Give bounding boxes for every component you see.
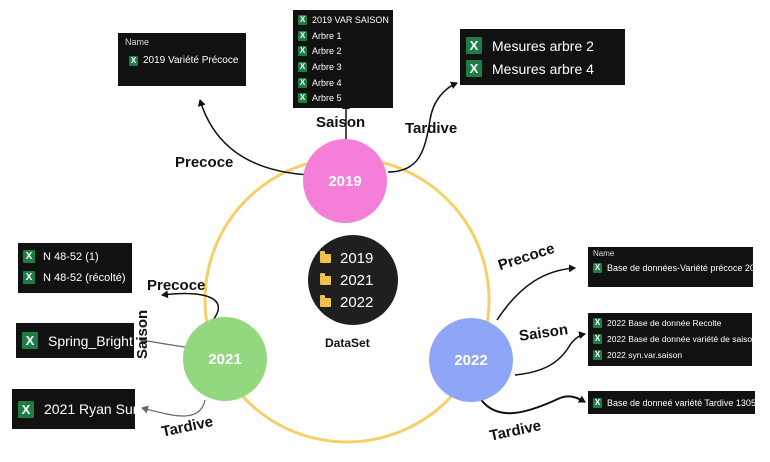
excel-icon bbox=[298, 46, 307, 57]
file-item[interactable]: Arbre 5 bbox=[298, 90, 388, 106]
arrow-2022-tardive bbox=[477, 394, 586, 415]
excel-icon bbox=[298, 30, 307, 41]
file-item[interactable]: Arbre 3 bbox=[298, 59, 388, 75]
panel-2021-precoce: N 48-52 (1) N 48-52 (récolté) bbox=[18, 243, 132, 293]
excel-icon bbox=[18, 400, 34, 418]
excel-icon bbox=[129, 55, 138, 66]
folder-icon bbox=[320, 294, 331, 307]
excel-icon bbox=[298, 61, 307, 72]
panel-2021-saison: Spring_Bright bbox=[16, 323, 134, 358]
panel-2019-tardive: Mesures arbre 2 Mesures arbre 4 bbox=[460, 29, 625, 85]
dataset-label: DataSet bbox=[325, 336, 370, 350]
file-item[interactable]: 2022 Base de donnée Recolte bbox=[593, 315, 747, 331]
excel-icon bbox=[593, 334, 602, 344]
excel-icon bbox=[23, 271, 35, 284]
excel-icon bbox=[298, 14, 307, 25]
arrow-2021-tardive bbox=[141, 399, 206, 417]
file-item[interactable]: Mesures arbre 4 bbox=[466, 57, 619, 80]
panel-2022-precoce: Name Base de données-Variété précoce 202… bbox=[588, 247, 765, 287]
panel-2022-saison: 2022 Base de donnée Recolte 2022 Base de… bbox=[588, 313, 757, 366]
file-item[interactable]: 2021 Ryan Sun bbox=[18, 400, 141, 418]
file-item[interactable]: 2022 syn.var.saison bbox=[593, 347, 747, 363]
file-item[interactable]: Base de donneé variété Tardive 1305 bbox=[593, 397, 756, 408]
node-2019: 2019 bbox=[303, 139, 387, 223]
panel-2019-saison: 2019 VAR SAISON Arbre 1 Arbre 2 Arbre 3 … bbox=[293, 10, 393, 108]
file-item[interactable]: 2019 VAR SAISON bbox=[298, 12, 389, 28]
arrow-2022-precoce bbox=[496, 264, 576, 321]
arrow-2019-precoce bbox=[197, 99, 311, 176]
panel-2022-tardive: Base de donneé variété Tardive 1305 bbox=[588, 391, 756, 414]
excel-icon bbox=[593, 397, 602, 408]
excel-icon bbox=[22, 332, 38, 349]
file-item[interactable]: Mesures arbre 2 bbox=[466, 34, 619, 57]
folder-2021[interactable]: 2021 bbox=[320, 269, 398, 291]
folder-icon bbox=[320, 250, 331, 263]
panel-2021-tardive: 2021 Ryan Sun bbox=[12, 389, 141, 429]
excel-icon bbox=[466, 37, 482, 54]
label-2021-precoce: Precoce bbox=[147, 277, 206, 294]
arrow-2022-saison bbox=[514, 331, 586, 376]
file-item[interactable]: Arbre 1 bbox=[298, 28, 388, 44]
column-header: Name bbox=[593, 249, 615, 258]
label-2021-saison: Saison bbox=[134, 309, 151, 359]
file-item[interactable]: 2019 Variété Précoce bbox=[125, 55, 239, 66]
file-item[interactable]: Spring_Bright bbox=[22, 332, 133, 349]
arrow-2019-tardive bbox=[387, 81, 458, 173]
excel-icon bbox=[466, 60, 482, 77]
column-header: Name bbox=[125, 37, 150, 47]
folder-2019[interactable]: 2019 bbox=[320, 247, 398, 269]
file-item[interactable]: Arbre 4 bbox=[298, 75, 388, 91]
arrow-2021-saison bbox=[139, 336, 186, 348]
arrow-2021-precoce bbox=[161, 290, 220, 321]
excel-icon bbox=[298, 77, 307, 88]
label-2019-precoce: Precoce bbox=[175, 154, 234, 171]
excel-icon bbox=[298, 93, 307, 104]
excel-icon bbox=[593, 263, 602, 273]
file-item[interactable]: Arbre 2 bbox=[298, 43, 388, 59]
excel-icon bbox=[593, 350, 602, 360]
folder-2022[interactable]: 2022 bbox=[320, 291, 398, 313]
file-item[interactable]: N 48-52 (1) bbox=[23, 246, 127, 267]
label-2019-tardive: Tardive bbox=[405, 120, 458, 137]
dataset-folder-circle: 2019 2021 2022 bbox=[308, 235, 398, 325]
node-2021: 2021 bbox=[183, 317, 267, 401]
label-2019-saison: Saison bbox=[316, 114, 366, 131]
panel-2019-precoce: Name 2019 Variété Précoce bbox=[118, 33, 246, 86]
folder-icon bbox=[320, 272, 331, 285]
excel-icon bbox=[23, 250, 35, 263]
file-item[interactable]: N 48-52 (récolté) bbox=[23, 267, 127, 288]
excel-icon bbox=[593, 318, 602, 328]
node-2022: 2022 bbox=[429, 318, 513, 402]
file-item[interactable]: Base de données-Variété précoce 2022 bbox=[593, 263, 765, 273]
file-item[interactable]: 2022 Base de donnée variété de saison bbox=[593, 331, 757, 347]
